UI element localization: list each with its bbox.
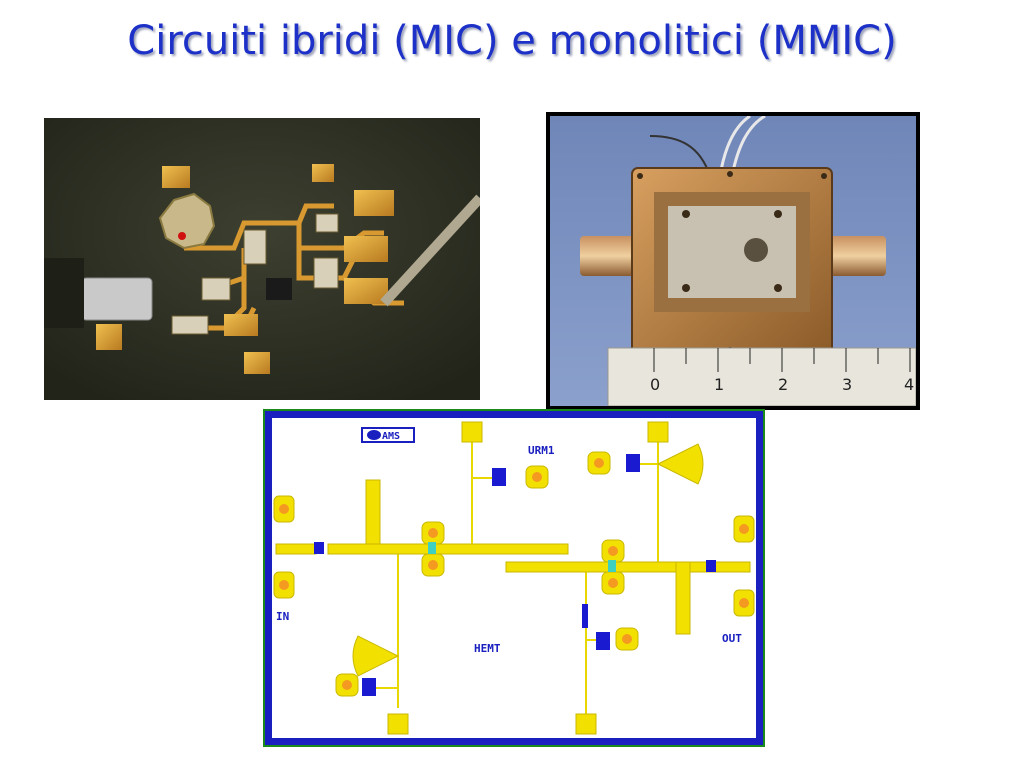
slide-title: Circuiti ibridi (MIC) e monolitici (MMIC… (127, 18, 897, 64)
ruler-tick-0: 0 (650, 375, 660, 394)
in-label: IN (276, 610, 289, 623)
packaged-module-photo: 0 1 2 3 4 (546, 112, 920, 410)
ruler-tick-1: 1 (714, 375, 724, 394)
ruler-tick-2: 2 (778, 375, 788, 394)
ams-logo: AMS (382, 431, 400, 442)
hybrid-circuit-photo (44, 118, 480, 400)
ruler-tick-4: 4 (904, 375, 914, 394)
urm1-label: URM1 (528, 444, 555, 457)
out-label: OUT (722, 632, 742, 645)
mmic-layout-diagram: AMS URM1 IN HEMT OUT (262, 408, 766, 748)
hemt-label: HEMT (474, 642, 501, 655)
ruler-tick-3: 3 (842, 375, 852, 394)
